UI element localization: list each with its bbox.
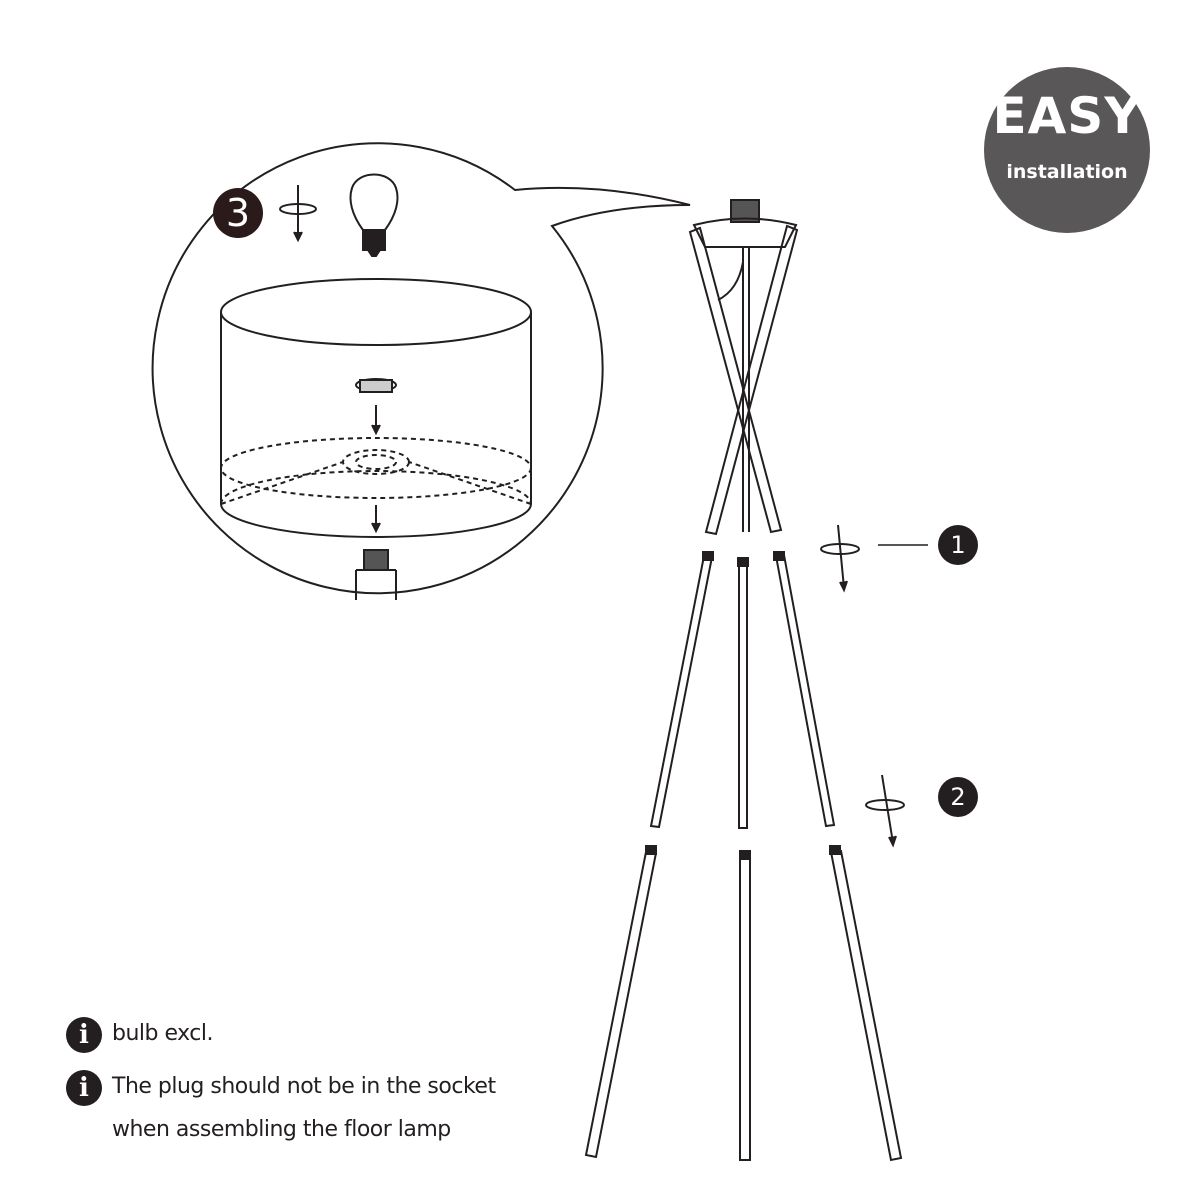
badge-title: EASY bbox=[992, 87, 1142, 145]
step-3-marker: 3 bbox=[213, 188, 263, 238]
badge-subtitle: installation bbox=[1006, 161, 1128, 183]
note-bulb: bulb excl. bbox=[112, 1021, 213, 1046]
step-1-marker: 1 bbox=[938, 525, 978, 565]
magnifier-bubble bbox=[151, 142, 691, 595]
easy-installation-badge: EASY installation bbox=[984, 67, 1150, 233]
middle-leg-segments bbox=[649, 551, 836, 829]
info-icon: i bbox=[66, 1017, 102, 1053]
lampshade bbox=[220, 278, 532, 600]
note-plug-line1: The plug should not be in the socket bbox=[112, 1074, 496, 1099]
note-plug-line2: when assembling the floor lamp bbox=[112, 1117, 451, 1142]
rotate-arrow-icon bbox=[865, 774, 905, 848]
light-bulb-icon bbox=[349, 173, 399, 257]
rotate-arrow-icon bbox=[820, 524, 928, 593]
lower-leg-segments bbox=[584, 845, 903, 1162]
tripod-head bbox=[688, 199, 799, 536]
step-2-marker: 2 bbox=[938, 777, 978, 817]
rotate-arrow-icon bbox=[279, 185, 317, 243]
info-icon: i bbox=[66, 1070, 102, 1106]
